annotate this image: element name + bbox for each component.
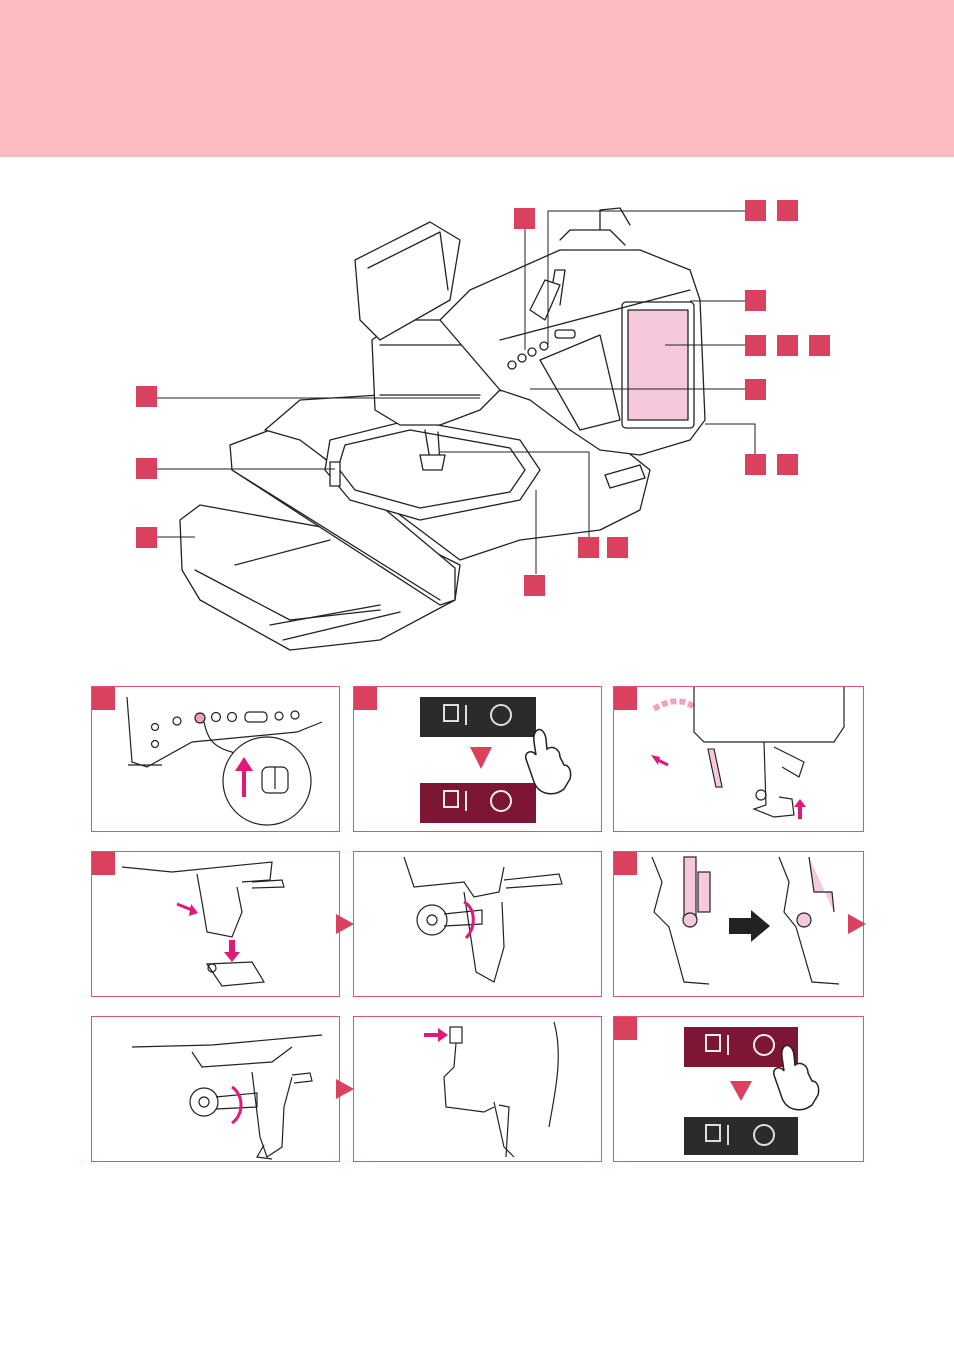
next-step-arrow — [336, 1079, 354, 1099]
step-panel-unlock-key — [613, 1016, 864, 1162]
replace-holder-illustration — [614, 852, 864, 997]
step-panel-connect-cable — [353, 1016, 602, 1162]
callout-badge — [745, 200, 766, 221]
callout-badge — [777, 335, 798, 356]
callout-badge — [745, 335, 766, 356]
step-panel-tighten-screw — [353, 851, 602, 997]
callout-badge — [607, 537, 628, 558]
step-panel-replace-holder — [613, 851, 864, 997]
tighten-screw-illustration — [354, 852, 602, 997]
tighten-holder-illustration — [92, 1017, 340, 1162]
needle-position-button-illustration — [92, 687, 340, 832]
step-panel-raise-lever — [613, 686, 864, 832]
callout-badge — [524, 575, 545, 596]
step-panel-needle-position — [91, 686, 340, 832]
key-strip-locked — [684, 1027, 798, 1067]
callout-badge — [745, 290, 766, 311]
connect-cable-illustration — [354, 1017, 602, 1162]
callout-badge — [136, 458, 157, 479]
step-panel-presser-lock — [353, 686, 602, 832]
callout-badge — [745, 379, 766, 400]
callout-badge — [777, 200, 798, 221]
callout-badge — [136, 386, 157, 407]
next-step-arrow — [848, 914, 866, 934]
step-panel-attach-foot — [91, 851, 340, 997]
callout-badge — [777, 454, 798, 475]
next-step-arrow — [336, 914, 354, 934]
callout-badge — [809, 335, 830, 356]
attach-foot-illustration — [92, 852, 340, 997]
step-panel-tighten-holder — [91, 1016, 340, 1162]
callout-badge — [578, 537, 599, 558]
callout-badge — [136, 527, 157, 548]
key-strip-unlocked — [684, 1117, 798, 1155]
key-unlock-illustration — [614, 1017, 864, 1162]
callout-badge — [745, 454, 766, 475]
presser-lever-illustration — [614, 687, 864, 832]
callout-badge — [514, 208, 535, 229]
key-lock-illustration — [354, 687, 602, 832]
